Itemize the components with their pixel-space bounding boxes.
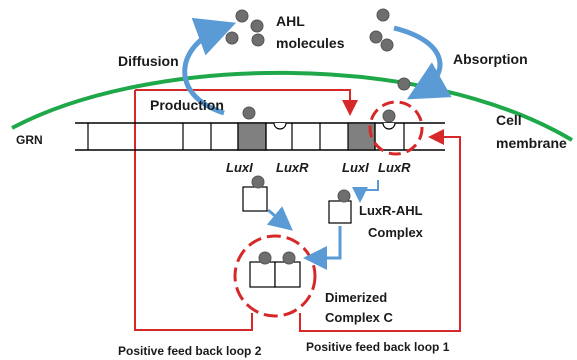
ahl-molecule [369,30,383,44]
ahl-molecules [225,8,411,123]
grn-label: GRN [16,133,43,147]
complex-c-label: Complex C [325,310,394,325]
ahl-molecule [376,8,390,22]
diffusion-arrow [182,17,237,116]
feedback-loop-1-label: Positive feed back loop 1 [306,340,450,354]
luxi-gene-left [237,122,267,151]
complex-ahl-molecule [337,189,351,203]
ahl-produced [242,106,256,120]
cell-label: Cell [496,112,522,128]
ahl-molecule [235,9,249,23]
promoter-active-circle [368,100,424,156]
cell-membrane [11,70,574,142]
feedback-loop-2-label: Positive feed back loop 2 [118,344,262,358]
dimer-box-right [274,261,301,288]
ahl-molecule [397,77,411,91]
feedback-loop-2-path [134,90,253,331]
ahl-molecule [380,38,394,52]
absorption-label: Absorption [453,51,528,67]
molecules-label: molecules [276,35,345,51]
binding-site-right [382,122,396,130]
dimer-box-left [249,261,276,288]
ahl-molecule [225,31,239,45]
luxr-ahl-label: LuxR-AHL [359,203,423,218]
ahl-bound-promoter [382,109,396,123]
complex-to-dimer-arrow [303,226,342,270]
absorption-arrow [393,25,452,100]
luxr-right-label: LuxR [378,160,411,175]
dimer-circle [233,234,317,318]
diffusion-label: Diffusion [118,53,179,69]
luxr-to-complex-arrow [352,180,379,203]
luxr-ahl-complex-box [328,200,352,224]
complex-label: Complex [368,225,424,240]
dimer-ahl-left [258,251,272,265]
dimerized-label: Dimerized [325,290,387,305]
dimer-ahl-right [282,251,296,265]
ahl-label: AHL [276,13,305,29]
luxr-ahl-molecule [251,175,265,189]
production-link-arrow [135,89,358,116]
luxi-right-label: LuxI [342,160,369,175]
ahl-molecule [250,19,264,33]
ahl-molecule [251,33,265,47]
monomer-to-dimer-arrow [266,206,293,231]
binding-site-left [273,122,287,130]
membrane-label: membrane [496,135,567,151]
production-label: Production [150,97,224,113]
feedback-loop-1-path [299,129,461,332]
luxr-monomer-box [242,186,268,212]
luxr-left-label: LuxR [276,160,309,175]
luxi-left-label: LuxI [226,160,253,175]
grn-strand [75,122,445,151]
